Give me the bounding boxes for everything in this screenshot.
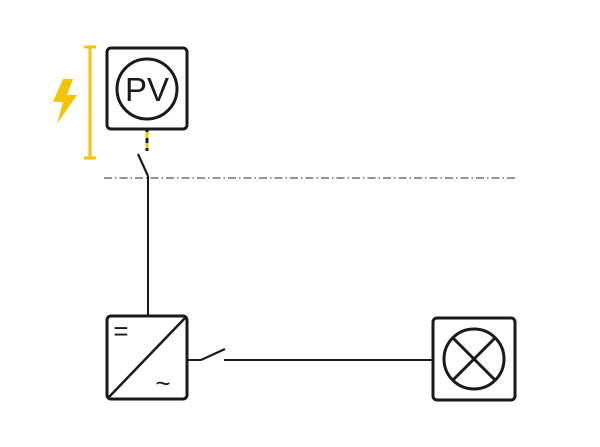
lamp-icon xyxy=(442,327,506,391)
pv-label: PV xyxy=(125,71,169,108)
lamp-load xyxy=(431,316,517,402)
ac-symbol: ~ xyxy=(155,368,170,398)
pv-circle xyxy=(115,57,179,121)
inverter-diagonal xyxy=(108,317,186,398)
lightning-bolt-icon xyxy=(53,79,77,124)
dc-switch xyxy=(136,153,150,177)
inverter: = ~ xyxy=(105,314,189,401)
pv-module: PV xyxy=(105,46,189,131)
ac-switch xyxy=(200,348,226,361)
voltage-range-marker xyxy=(84,45,96,160)
dc-symbol: = xyxy=(113,316,128,346)
